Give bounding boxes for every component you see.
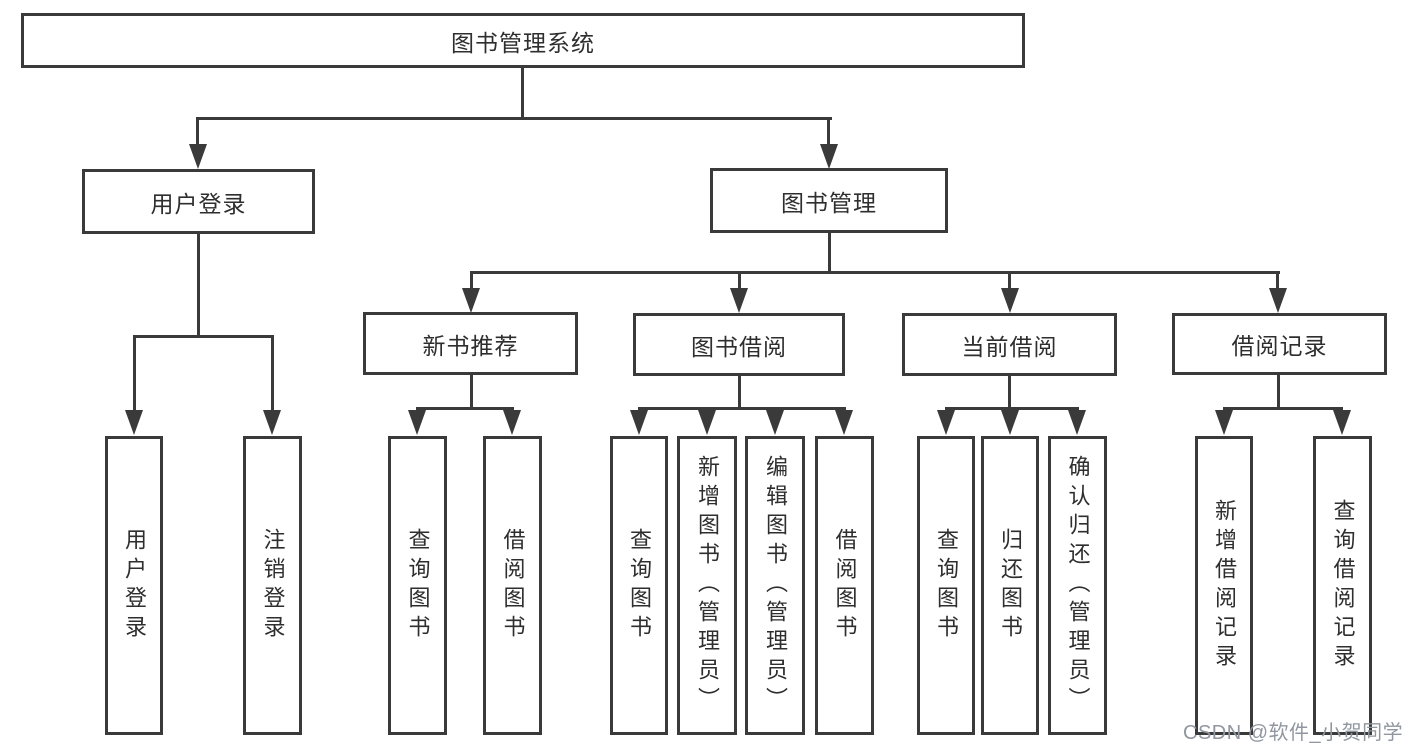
csdn-watermark: CSDN @软件_小贺同学 bbox=[1183, 722, 1404, 744]
leaf-records-add-record-label: 新增借阅记录 bbox=[1212, 498, 1237, 673]
node-book-borrow: 图书借阅 bbox=[633, 313, 845, 376]
node-new-book-recommend: 新书推荐 bbox=[363, 312, 578, 375]
node-borrow-records: 借阅记录 bbox=[1172, 313, 1387, 375]
arrow-bb-query bbox=[630, 410, 648, 435]
leaf-borrow-edit-books-label: 编辑图书（管理员） bbox=[763, 455, 788, 716]
leaf-recommend-query-books-label: 查询图书 bbox=[405, 527, 431, 644]
node-root-label: 图书管理系统 bbox=[451, 29, 595, 56]
arrow-cb-confirm bbox=[1068, 410, 1086, 435]
connector-user-login-split bbox=[133, 335, 274, 338]
connector-leaf-login-drop bbox=[133, 335, 136, 412]
leaf-borrow-borrow-books: 借阅图书 bbox=[815, 436, 874, 735]
leaf-recommend-query-books: 查询图书 bbox=[388, 436, 447, 735]
connector-root-stem bbox=[521, 65, 524, 118]
arrow-br-query bbox=[1333, 410, 1351, 435]
connector-user-login-drop bbox=[196, 117, 199, 147]
leaf-recommend-borrow-books-label: 借阅图书 bbox=[500, 527, 526, 644]
leaf-borrow-add-books: 新增图书（管理员） bbox=[677, 436, 737, 735]
connector-new-rec-drop bbox=[470, 271, 473, 290]
arrow-leaf-logout bbox=[263, 410, 281, 435]
connector-book-mgmt-stem bbox=[828, 233, 831, 274]
leaf-borrow-edit-books: 编辑图书（管理员） bbox=[745, 436, 805, 735]
connector-book-borrow-split bbox=[638, 407, 846, 410]
node-user-login: 用户登录 bbox=[82, 169, 315, 234]
connector-borrow-records-stem bbox=[1277, 375, 1280, 410]
connector-current-borrow-split bbox=[945, 407, 1079, 410]
arrow-book-borrow bbox=[730, 288, 748, 313]
leaf-current-return-books-label: 归还图书 bbox=[998, 527, 1023, 644]
node-root: 图书管理系统 bbox=[21, 13, 1025, 68]
node-user-login-label: 用户登录 bbox=[150, 190, 247, 217]
leaf-current-confirm-return: 确认归还（管理员） bbox=[1048, 436, 1107, 735]
arrow-rec-query bbox=[408, 410, 426, 435]
leaf-recommend-borrow-books: 借阅图书 bbox=[483, 436, 542, 735]
arrow-book-mgmt bbox=[820, 144, 838, 169]
node-book-borrow-label: 图书借阅 bbox=[691, 333, 787, 360]
arrow-borrow-records bbox=[1269, 288, 1287, 313]
node-borrow-records-label: 借阅记录 bbox=[1231, 333, 1328, 359]
node-current-borrow: 当前借阅 bbox=[902, 313, 1117, 376]
leaf-current-confirm-return-label: 确认归还（管理员） bbox=[1065, 455, 1091, 716]
connector-current-borrow-drop bbox=[1008, 271, 1011, 290]
connector-user-login-stem bbox=[197, 234, 200, 337]
connector-root-split bbox=[196, 117, 832, 120]
arrow-leaf-login bbox=[125, 410, 143, 435]
leaf-borrow-query-books: 查询图书 bbox=[610, 436, 668, 735]
arrow-bb-edit bbox=[766, 410, 784, 435]
node-book-management: 图书管理 bbox=[710, 168, 948, 233]
connector-book-borrow-stem bbox=[738, 376, 741, 410]
arrow-cb-query bbox=[937, 410, 955, 435]
leaf-logout-label: 注销登录 bbox=[260, 527, 286, 644]
leaf-logout: 注销登录 bbox=[243, 436, 302, 735]
connector-borrow-records-split bbox=[1223, 407, 1343, 410]
connector-book-mgmt-drop bbox=[827, 117, 830, 147]
leaf-borrow-borrow-books-label: 借阅图书 bbox=[832, 527, 858, 644]
leaf-current-query-books: 查询图书 bbox=[917, 436, 975, 735]
leaf-records-add-record: 新增借阅记录 bbox=[1195, 436, 1253, 735]
node-book-management-label: 图书管理 bbox=[781, 189, 877, 216]
connector-leaf-logout-drop bbox=[271, 335, 274, 412]
leaf-user-login-label: 用户登录 bbox=[122, 527, 147, 644]
leaf-borrow-add-books-label: 新增图书（管理员） bbox=[695, 455, 720, 716]
arrow-rec-borrow bbox=[503, 410, 521, 435]
leaf-records-query-record: 查询借阅记录 bbox=[1313, 436, 1372, 735]
connector-borrow-records-drop bbox=[1276, 271, 1279, 290]
arrow-bb-borrow bbox=[835, 410, 853, 435]
leaf-current-return-books: 归还图书 bbox=[981, 436, 1039, 735]
connector-book-mgmt-split bbox=[470, 271, 1280, 274]
leaf-user-login: 用户登录 bbox=[105, 436, 163, 735]
arrow-br-add bbox=[1215, 410, 1233, 435]
arrow-current-borrow bbox=[1001, 288, 1019, 313]
arrow-bb-add bbox=[698, 410, 716, 435]
node-new-book-recommend-label: 新书推荐 bbox=[422, 332, 519, 359]
leaf-current-query-books-label: 查询图书 bbox=[934, 527, 959, 644]
connector-book-borrow-drop bbox=[738, 271, 741, 290]
arrow-new-rec bbox=[462, 288, 480, 313]
node-current-borrow-label: 当前借阅 bbox=[961, 333, 1058, 360]
leaf-borrow-query-books-label: 查询图书 bbox=[627, 527, 652, 644]
arrow-user-login bbox=[189, 144, 207, 169]
leaf-records-query-record-label: 查询借阅记录 bbox=[1330, 498, 1356, 673]
connector-new-rec-stem bbox=[470, 375, 473, 410]
connector-new-rec-split bbox=[416, 407, 514, 410]
arrow-cb-return bbox=[1001, 410, 1019, 435]
connector-current-borrow-stem bbox=[1008, 376, 1011, 410]
